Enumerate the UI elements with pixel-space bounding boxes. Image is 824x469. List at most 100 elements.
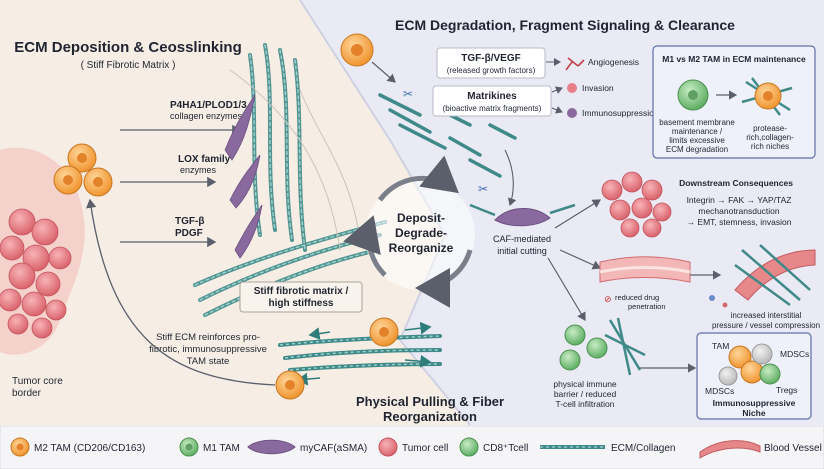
svg-text:protease-: protease- bbox=[753, 124, 787, 133]
caf-cutting-1: CAF-mediated bbox=[493, 234, 551, 244]
svg-text:(released growth factors): (released growth factors) bbox=[447, 66, 536, 75]
downstream-line-2: mechanotransduction bbox=[698, 206, 780, 216]
angiogenesis-icon bbox=[565, 57, 585, 71]
caf-cutting-2: initial cutting bbox=[497, 246, 547, 256]
blood-vessel-drug bbox=[599, 256, 691, 283]
pressure-line-1: increased interstitial bbox=[731, 311, 802, 320]
legend-item-m1-tam: M1 TAM bbox=[179, 437, 240, 457]
pdgf-label: PDGF bbox=[175, 228, 203, 239]
tumor-core-label-1: Tumor core bbox=[12, 376, 63, 387]
enzyme2-sub: enzymes bbox=[180, 165, 217, 175]
svg-text:maintenance /: maintenance / bbox=[672, 127, 723, 136]
barrier-line-1: physical immune bbox=[553, 379, 617, 389]
prohibited-icon: ⊘ bbox=[604, 294, 612, 304]
growth-factor-box: TGF-β/VEGF (released growth factors) bbox=[436, 47, 546, 79]
legend-item-mycaf: myCAF(aSMA) bbox=[247, 439, 367, 455]
scissors-icon-1: ✂ bbox=[403, 87, 413, 101]
svg-text:M1 TAM: M1 TAM bbox=[203, 443, 240, 454]
tam-to-fiber-arrow bbox=[371, 61, 396, 83]
pulling-fibers bbox=[275, 317, 442, 400]
pressure-line-2: pressure / vessel compression bbox=[712, 321, 820, 330]
immunosuppression-icon bbox=[567, 108, 577, 118]
svg-text:basement membrane: basement membrane bbox=[659, 118, 735, 127]
legend-item-cd8-tcell: CD8⁺Tcell bbox=[459, 437, 528, 457]
svg-text:M2 TAM (CD206/CD163): M2 TAM (CD206/CD163) bbox=[34, 443, 145, 454]
feedback-arrow bbox=[85, 198, 276, 386]
legend: M2 TAM (CD206/CD163) M1 TAM myCAF(aSMA) … bbox=[0, 425, 824, 469]
svg-text:limits excessive: limits excessive bbox=[669, 136, 725, 145]
reinforce-line-1: Stiff ECM reinforces pro- bbox=[156, 332, 260, 343]
svg-text:MDSCs: MDSCs bbox=[705, 386, 734, 396]
svg-text:Stiff fibrotic matrix /: Stiff fibrotic matrix / bbox=[254, 286, 349, 297]
reinforce-line-3: TAM state bbox=[187, 356, 230, 367]
enzyme2-label: LOX family bbox=[178, 154, 231, 165]
enzyme1-sub: collagen enzymes bbox=[170, 111, 243, 121]
cycle-diagram: Deposit- Degrade- Reorganize bbox=[343, 155, 475, 308]
scissors-icon-2: ✂ bbox=[478, 182, 488, 196]
enzyme1-label: P4HA1/PLOD1/3 bbox=[170, 100, 247, 111]
mycaf-icon bbox=[247, 439, 296, 455]
invasion-icon bbox=[567, 83, 577, 93]
tumor-cluster-right bbox=[601, 171, 672, 238]
svg-text:Tumor cell: Tumor cell bbox=[402, 443, 448, 454]
downstream-title: Downstream Consequences bbox=[679, 178, 793, 188]
consequence-arrows bbox=[547, 199, 722, 373]
legend-item-blood-vessel: Blood Vessel bbox=[699, 440, 822, 459]
svg-text:Niche: Niche bbox=[742, 408, 765, 418]
downstream-line-3: → EMT, stemness, invasion bbox=[687, 217, 792, 227]
barrier-line-2: barrier / reduced bbox=[554, 389, 617, 399]
tumor-core-label-2: border bbox=[12, 388, 42, 399]
svg-text:Matrikines: Matrikines bbox=[467, 91, 517, 102]
svg-text:Blood Vessel: Blood Vessel bbox=[764, 443, 822, 454]
fragment-arrows bbox=[546, 58, 563, 114]
svg-text:myCAF(aSMA): myCAF(aSMA) bbox=[300, 443, 367, 454]
svg-text:M1 vs M2 TAM in ECM maintenanc: M1 vs M2 TAM in ECM maintenance bbox=[662, 54, 806, 64]
cycle-line-1: Deposit- bbox=[397, 211, 445, 225]
svg-text:TGF-β/VEGF: TGF-β/VEGF bbox=[461, 53, 520, 64]
svg-text:(bioactive matrix fragments): (bioactive matrix fragments) bbox=[443, 104, 542, 113]
invasion-label: Invasion bbox=[582, 83, 614, 93]
compressed-vessel bbox=[709, 244, 816, 308]
left-panel-background bbox=[0, 0, 470, 425]
right-title: ECM Degradation, Fragment Signaling & Cl… bbox=[395, 17, 735, 33]
barrier-line-3: T-cell infiltration bbox=[555, 399, 614, 409]
reinforce-line-2: fibrotic, immunosuppressive bbox=[149, 344, 267, 355]
drug-line-1: reduced drug bbox=[615, 293, 659, 302]
cd8-tcell-icon bbox=[459, 437, 479, 457]
tam-to-matrix-arrows bbox=[120, 124, 242, 248]
left-subtitle: ( Stiff Fibrotic Matrix ) bbox=[81, 60, 176, 71]
svg-text:MDSCs: MDSCs bbox=[780, 349, 809, 359]
svg-text:high stiffness: high stiffness bbox=[268, 298, 333, 309]
mycaf-cell-cutting bbox=[494, 208, 551, 227]
angiogenesis-label: Angiogenesis bbox=[588, 57, 639, 67]
left-title: ECM Deposition & Ceosslinking bbox=[14, 39, 242, 56]
stiff-matrix-box: Stiff fibrotic matrix / high stiffness bbox=[239, 281, 363, 313]
matrikine-box: Matrikines (bioactive matrix fragments) bbox=[432, 85, 552, 117]
legend-item-tumor-cell: Tumor cell bbox=[378, 437, 448, 457]
cycle-line-3: Reorganize bbox=[389, 241, 454, 255]
pulling-title-1: Physical Pulling & Fiber bbox=[356, 394, 504, 409]
immunosuppressive-niche-box: TAM MDSCs MDSCs Tregs Immunosuppressive … bbox=[696, 332, 812, 420]
svg-text:Tregs: Tregs bbox=[776, 385, 797, 395]
svg-text:ECM degradation: ECM degradation bbox=[666, 145, 728, 154]
svg-text:CD8⁺Tcell: CD8⁺Tcell bbox=[483, 443, 528, 454]
mycaf-cells-left bbox=[224, 94, 263, 259]
m2-tam-cluster-left bbox=[53, 143, 113, 197]
tumor-cell-icon bbox=[378, 437, 398, 457]
pulling-title-2: Reorganization bbox=[383, 409, 477, 424]
svg-text:rich,collagen-: rich,collagen- bbox=[746, 133, 794, 142]
downstream-line-1: Integrin → FAK → YAP/TAZ bbox=[687, 195, 792, 205]
m1-m2-box: M1 vs M2 TAM in ECM maintenance basement… bbox=[652, 45, 816, 159]
svg-text:rich niches: rich niches bbox=[751, 142, 789, 151]
cycle-line-2: Degrade- bbox=[395, 226, 447, 240]
svg-text:TAM: TAM bbox=[712, 341, 729, 351]
immunosuppression-label: Immunosuppression bbox=[582, 108, 659, 118]
tcell-barrier bbox=[559, 317, 646, 376]
drug-line-2: penetration bbox=[628, 302, 666, 311]
tgf-label: TGF-β bbox=[175, 216, 204, 227]
legend-item-collagen: ECM/Collagen bbox=[540, 443, 675, 454]
legend-item-m2-tam: M2 TAM (CD206/CD163) bbox=[10, 437, 145, 457]
svg-text:ECM/Collagen: ECM/Collagen bbox=[611, 443, 675, 454]
